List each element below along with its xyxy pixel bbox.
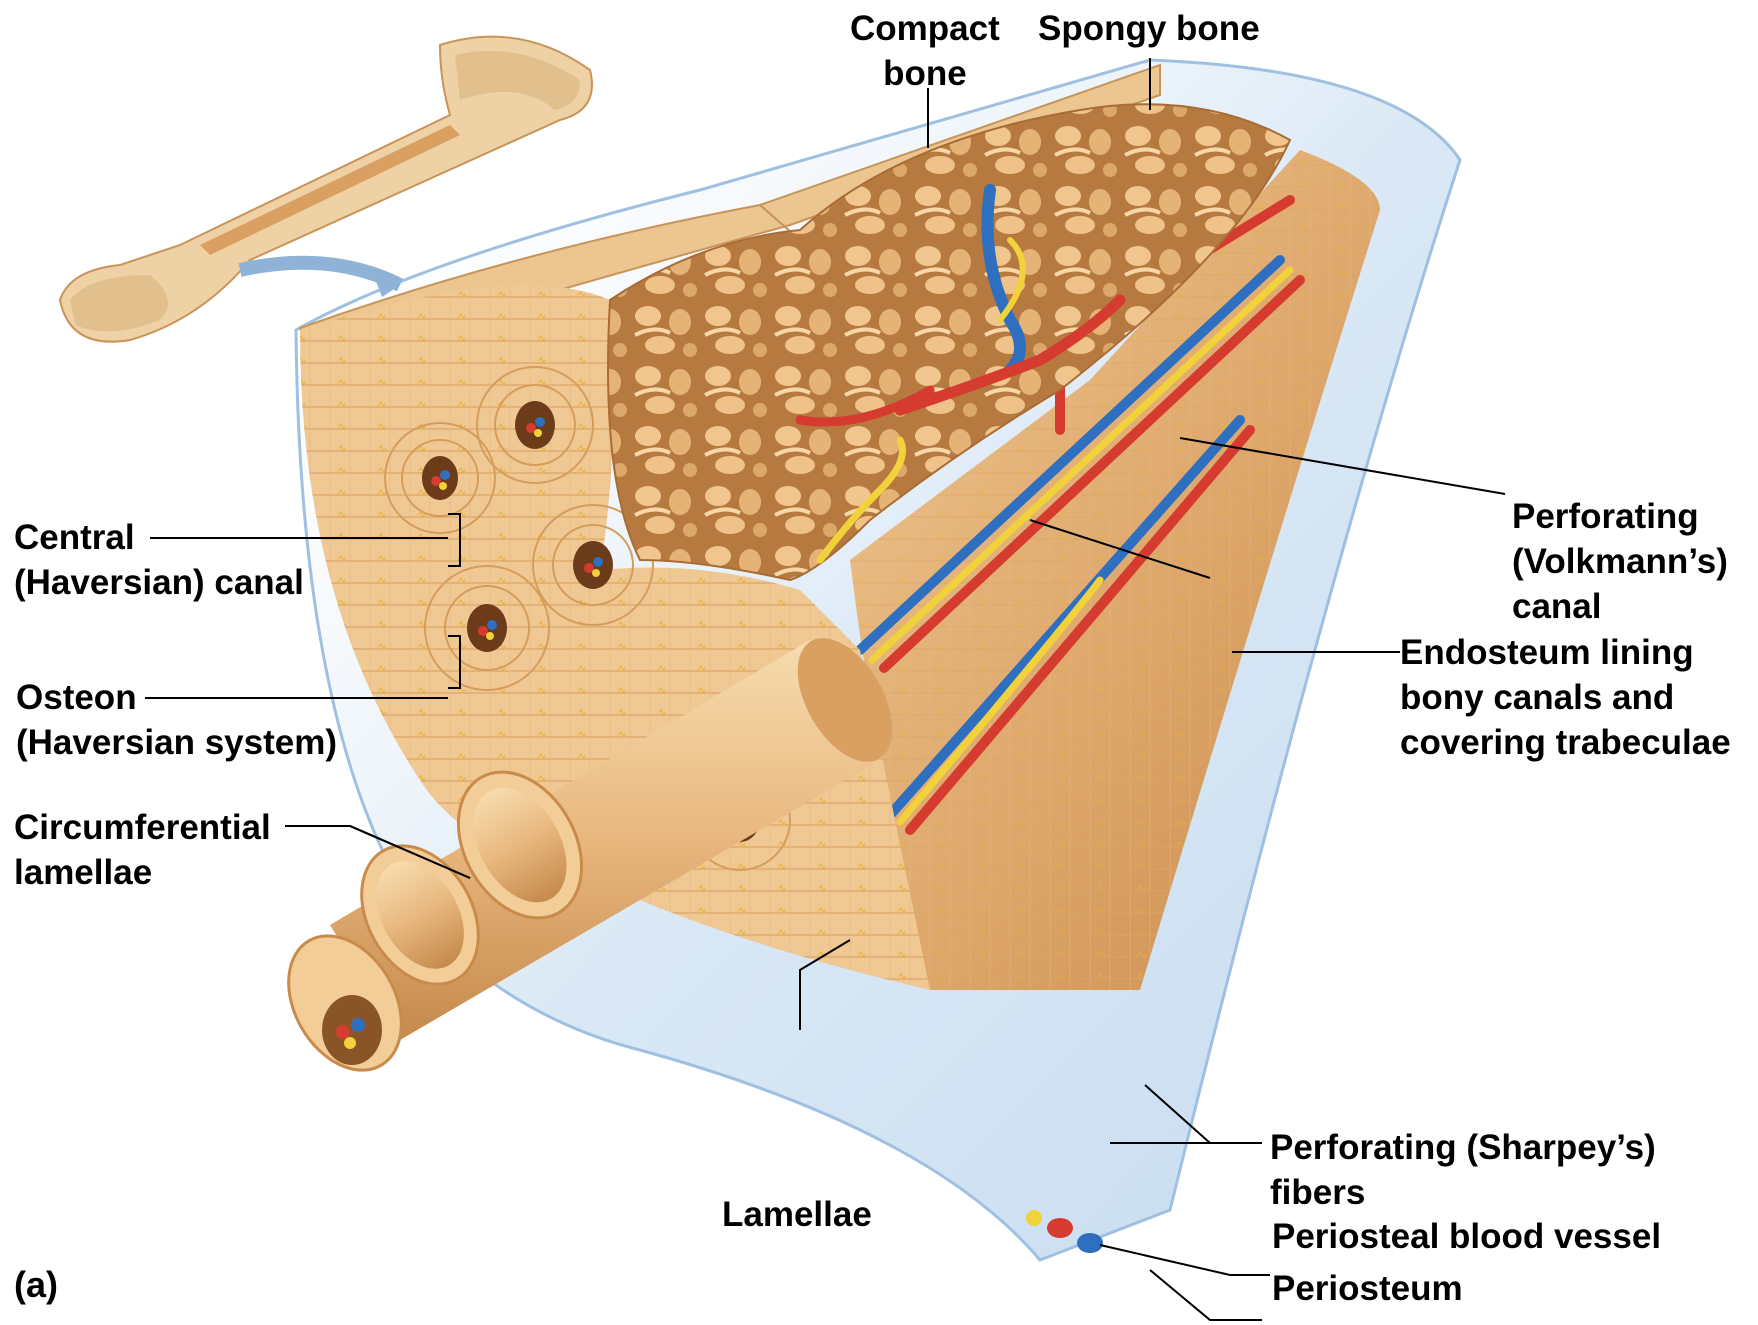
circumferential-lamellae-label-line1: Circumferential	[14, 808, 271, 847]
circumferential-lamellae-label-line2: lamellae	[14, 853, 152, 892]
perforating-canal-label-line1: Perforating	[1512, 497, 1699, 536]
endosteum-label-line3: covering trabeculae	[1400, 723, 1731, 762]
endosteum-label: Endosteum lining bony canals and coverin…	[1400, 630, 1731, 765]
endosteum-label-line2: bony canals and	[1400, 678, 1674, 717]
circumferential-lamellae-label: Circumferential lamellae	[14, 805, 271, 895]
compact-bone-label-line1: Compact	[850, 9, 1000, 48]
osteon-label-line2: (Haversian system)	[16, 723, 337, 762]
central-canal-label: Central (Haversian) canal	[14, 515, 304, 605]
perforating-canal-label-line2: (Volkmann’s)	[1512, 542, 1728, 581]
spongy-bone-label: Spongy bone	[1038, 6, 1260, 51]
osteon-label-line1: Osteon	[16, 678, 137, 717]
compact-bone-label: Compact bone	[850, 6, 1000, 96]
central-canal-label-line1: Central	[14, 518, 135, 557]
periosteal-blood-vessel-label: Periosteal blood vessel	[1272, 1214, 1661, 1259]
panel-label: (a)	[14, 1262, 58, 1307]
sharpeys-fibers-label-line2: fibers	[1270, 1173, 1365, 1212]
perforating-canal-label: Perforating (Volkmann’s) canal	[1512, 494, 1728, 629]
sharpeys-fibers-label-line1: Perforating (Sharpey’s)	[1270, 1128, 1656, 1167]
osteon-label: Osteon (Haversian system)	[16, 675, 337, 765]
central-canal-label-line2: (Haversian) canal	[14, 563, 304, 602]
compact-bone-label-line2: bone	[883, 54, 967, 93]
periosteum-label: Periosteum	[1272, 1266, 1463, 1311]
lamellae-label: Lamellae	[722, 1192, 872, 1237]
perforating-canal-label-line3: canal	[1512, 587, 1602, 626]
sharpeys-fibers-label: Perforating (Sharpey’s) fibers	[1270, 1125, 1656, 1215]
endosteum-label-line1: Endosteum lining	[1400, 633, 1694, 672]
